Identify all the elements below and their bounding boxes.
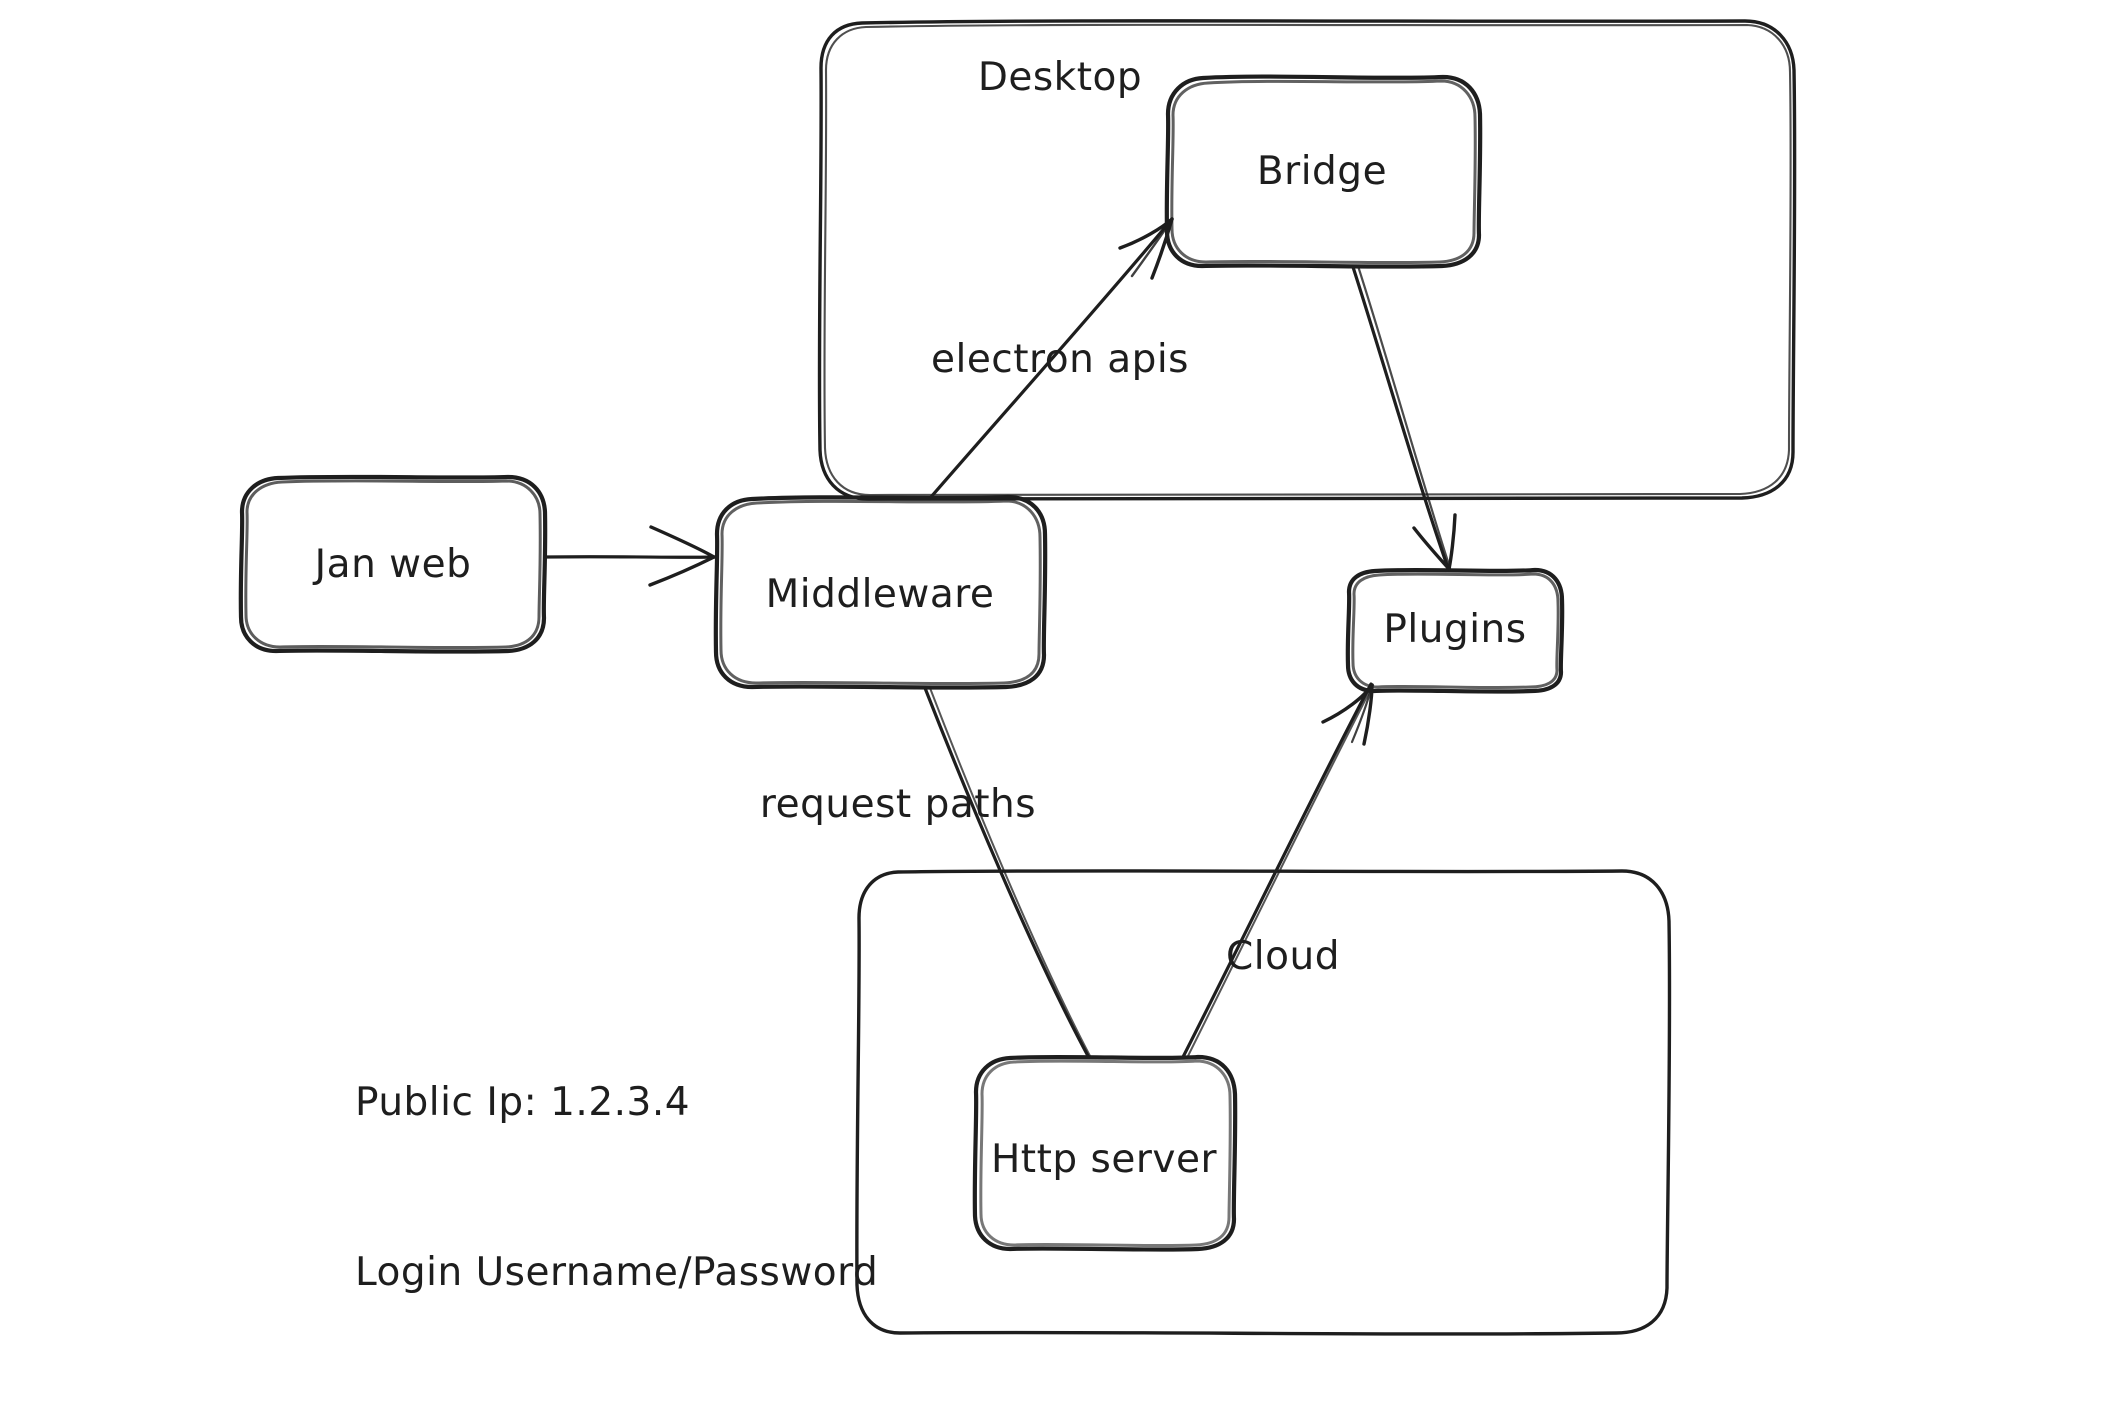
node-label-jan-web: Jan web: [314, 541, 472, 587]
node-label-plugins: Plugins: [1383, 606, 1527, 652]
node-label-http-server: Http server: [990, 1136, 1218, 1182]
group-desktop-container[interactable]: [817, 19, 1797, 501]
edge-label-request-paths: request paths: [759, 781, 1037, 827]
diagram-sketch-layer: [238, 19, 1797, 1336]
node-label-middleware: Middleware: [765, 571, 995, 617]
edge-http-server-to-plugins[interactable]: [1181, 682, 1374, 1059]
edge-middleware-to-http-server[interactable]: [923, 686, 1091, 1058]
node-http-server-shape[interactable]: [972, 1054, 1238, 1252]
node-middleware-shape[interactable]: [713, 494, 1048, 690]
edge-label-cloud: Cloud: [1226, 933, 1340, 979]
edge-middleware-to-bridge[interactable]: [929, 217, 1174, 499]
note-public-ip: Public Ip: 1.2.3.4 Login Username/Passwo…: [355, 962, 878, 1414]
node-jan-web-shape[interactable]: [238, 474, 548, 654]
note-public-ip-line-1: Public Ip: 1.2.3.4: [355, 1080, 691, 1126]
edge-jan-to-middleware[interactable]: [544, 525, 716, 587]
edge-bridge-to-plugins[interactable]: [1351, 264, 1457, 571]
diagram-canvas: Desktop Jan web Middleware Bridge Plugin…: [238, 19, 1797, 1336]
node-label-bridge: Bridge: [1256, 148, 1388, 194]
node-plugins-shape[interactable]: [1345, 567, 1565, 694]
node-bridge-shape[interactable]: [1164, 74, 1483, 269]
note-public-ip-line-2: Login Username/Password: [355, 1249, 879, 1295]
group-label-desktop: Desktop: [977, 54, 1143, 100]
group-cloud-container[interactable]: [855, 869, 1672, 1336]
edge-label-electron-apis: electron apis: [930, 336, 1190, 382]
